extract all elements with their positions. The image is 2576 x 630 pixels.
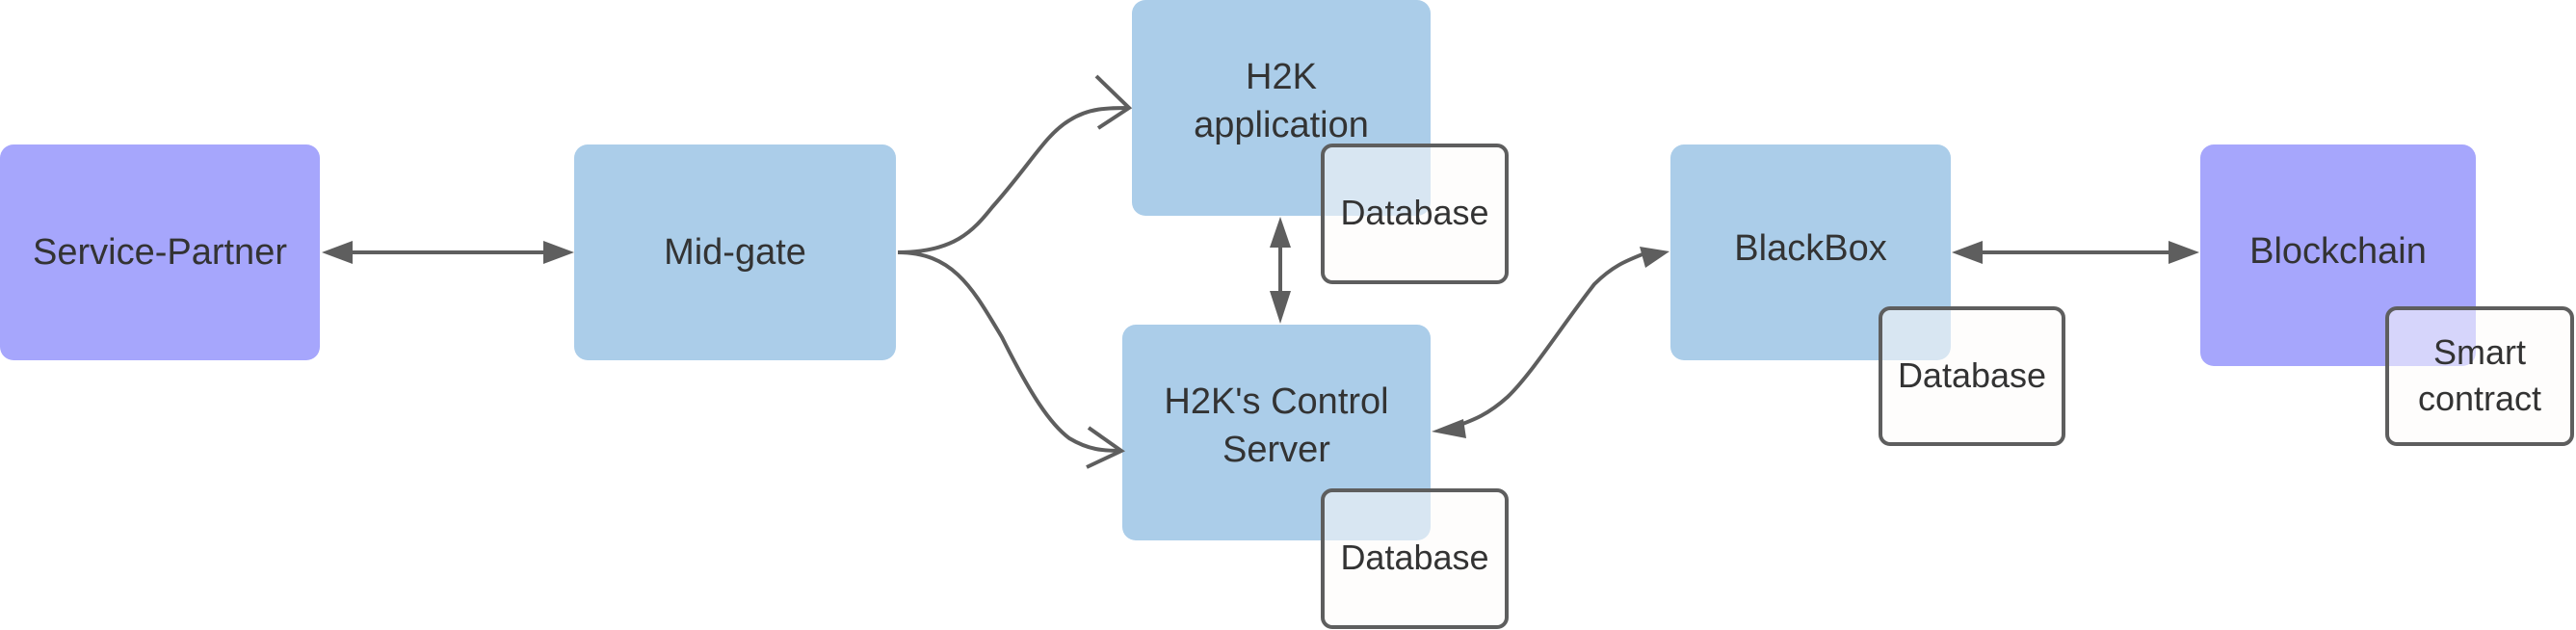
arrowhead-left [322, 241, 353, 264]
edge-h2k-application-control-server[interactable] [1270, 217, 1291, 324]
mid-gate-label: Mid-gate [664, 232, 806, 273]
arrowhead-left [1952, 241, 1983, 264]
open-arrowhead [1086, 426, 1125, 469]
h2k-application-node[interactable]: H2K application [1132, 0, 1431, 216]
h2k-app-database-label: Database [1340, 193, 1489, 232]
smart-contract-label: Smart contract [2417, 332, 2542, 418]
blackbox-database-label: Database [1897, 355, 2047, 395]
blockchain-node[interactable]: Blockchain [2200, 144, 2476, 366]
mid-gate-node[interactable]: Mid-gate [574, 144, 896, 360]
edge-blackbox-blockchain[interactable] [1952, 241, 2199, 264]
edge-mid-gate-control-server[interactable] [897, 250, 1125, 469]
arrowhead-right [1640, 247, 1669, 268]
blackbox-database[interactable]: Database [1879, 306, 2065, 446]
control-server-database[interactable]: Database [1321, 488, 1509, 629]
edge-mid-gate-h2k-application[interactable] [897, 74, 1133, 254]
arrowhead-left [1432, 419, 1466, 438]
h2k-application-label: H2K application [1194, 57, 1369, 145]
smart-contract-store[interactable]: Smart contract [2385, 306, 2574, 446]
blackbox-label: BlackBox [1734, 228, 1887, 269]
service-partner-label: Service-Partner [33, 232, 287, 273]
open-arrowhead [1094, 74, 1133, 130]
arrowhead-right [543, 241, 574, 264]
blockchain-label: Blockchain [2249, 231, 2427, 272]
arrowhead-down [1270, 291, 1291, 324]
h2k-control-server-label: H2K's Control Server [1164, 381, 1389, 470]
service-partner-node[interactable]: Service-Partner [0, 144, 320, 360]
arrowhead-right [2169, 241, 2199, 264]
arrowhead-up [1270, 217, 1291, 248]
control-server-database-label: Database [1340, 538, 1489, 577]
edge-service-partner-mid-gate[interactable] [322, 241, 574, 264]
h2k-app-database[interactable]: Database [1321, 144, 1509, 284]
